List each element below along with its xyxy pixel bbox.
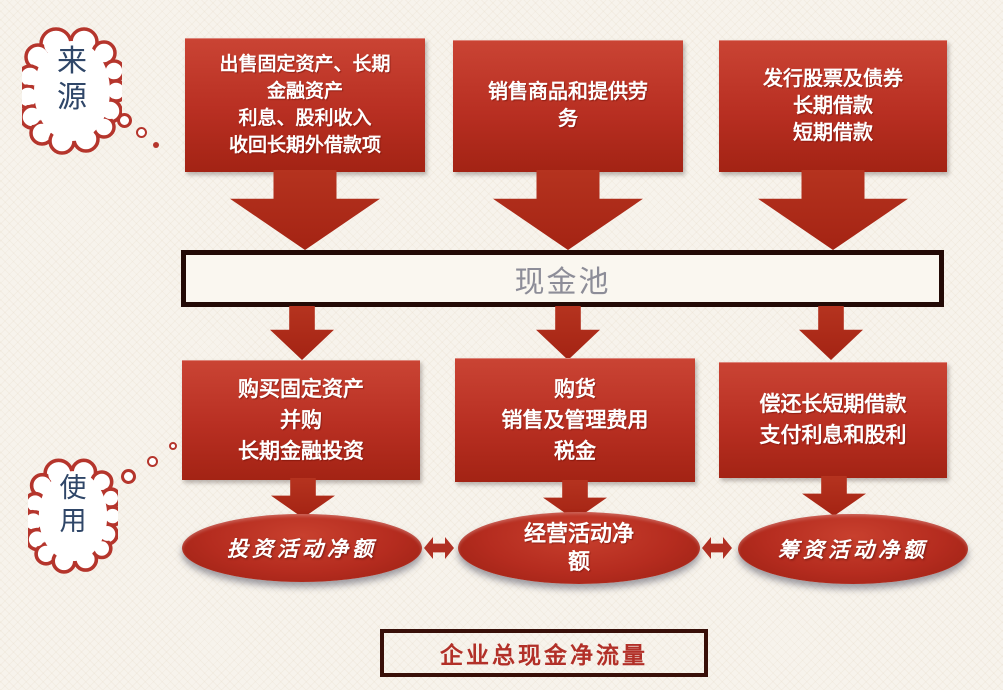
ellipse-operating-net-line1: 经营活动净 (523, 521, 634, 546)
source-box-assets-line1: 出售固定资产、长期 (219, 54, 391, 75)
use-box-repayment: 偿还长短期借款 支付利息和股利 (719, 362, 947, 478)
down-arrow-source-2 (493, 170, 643, 250)
source-box-financing-line1: 发行股票及债券 (763, 67, 903, 90)
use-box-operating-line1: 购货 (554, 377, 596, 401)
down-arrow-source-1 (230, 170, 380, 250)
ellipse-operating-net-line2: 额 (567, 549, 590, 574)
down-arrow-pool-1 (270, 306, 334, 360)
thought-dot-small-2 (169, 442, 177, 450)
use-box-operating-line2: 销售及管理费用 (501, 408, 649, 432)
use-box-operating: 购货 销售及管理费用 税金 (455, 358, 695, 482)
source-char-1: 来 (57, 45, 87, 78)
source-box-assets-line4: 收回长期外借款项 (228, 135, 381, 156)
ellipse-investing-net-label: 投资活动净额 (227, 537, 377, 561)
total-cashflow-label: 企业总现金净流量 (440, 643, 648, 668)
thought-dot-small (153, 142, 159, 148)
use-box-investing-line3: 长期金融投资 (238, 439, 364, 463)
thought-dot-medium (136, 127, 147, 138)
down-arrow-pool-2 (536, 306, 600, 360)
down-arrow-use-1 (271, 478, 335, 518)
thought-dot-medium-2 (147, 456, 158, 467)
ellipse-financing-net: 筹资活动净额 (738, 514, 968, 584)
down-arrow-use-3 (802, 476, 866, 516)
use-box-repayment-line1: 偿还长短期借款 (759, 393, 907, 416)
usage-cloud (28, 458, 118, 574)
total-cashflow-box: 企业总现金净流量 (380, 629, 708, 677)
source-box-sales-line2: 务 (558, 108, 578, 130)
down-arrow-pool-3 (799, 306, 863, 360)
use-box-operating-line3: 税金 (554, 439, 596, 463)
double-arrow-1 (424, 537, 454, 559)
usage-char-1: 使 (59, 473, 87, 503)
cash-pool-label: 现金池 (514, 265, 611, 299)
down-arrow-source-3 (758, 170, 908, 250)
use-box-investing-line2: 并购 (280, 408, 322, 432)
usage-char-2: 用 (59, 506, 87, 536)
source-cloud-label: 来 源 (22, 44, 122, 116)
ellipse-financing-net-label: 筹资活动净额 (778, 538, 928, 562)
ellipse-operating-net: 经营活动净 额 (458, 512, 700, 584)
source-box-assets-line2: 金融资产 (266, 81, 343, 102)
double-arrow-2 (702, 537, 732, 559)
source-box-financing-line2: 长期借款 (793, 94, 873, 117)
ellipse-investing-net: 投资活动净额 (182, 514, 422, 582)
thought-dot-large-2 (121, 469, 136, 484)
cash-pool-box: 现金池 (181, 250, 944, 307)
source-box-financing-line3: 短期借款 (793, 121, 873, 144)
source-char-2: 源 (57, 81, 87, 114)
thought-dot-large (117, 113, 132, 128)
source-cloud (22, 27, 122, 155)
use-box-repayment-line2: 支付利息和股利 (759, 424, 907, 447)
source-box-assets: 出售固定资产、长期 金融资产 利息、股利收入 收回长期外借款项 (185, 38, 425, 172)
source-box-sales-line1: 销售商品和提供劳 (488, 81, 648, 103)
source-box-assets-line3: 利息、股利收入 (238, 108, 372, 129)
use-box-investing: 购买固定资产 并购 长期金融投资 (182, 360, 420, 480)
source-box-financing: 发行股票及债券 长期借款 短期借款 (719, 40, 947, 172)
source-box-sales: 销售商品和提供劳 务 (453, 40, 683, 172)
usage-cloud-label: 使 用 (28, 472, 118, 538)
use-box-investing-line1: 购买固定资产 (238, 377, 364, 401)
